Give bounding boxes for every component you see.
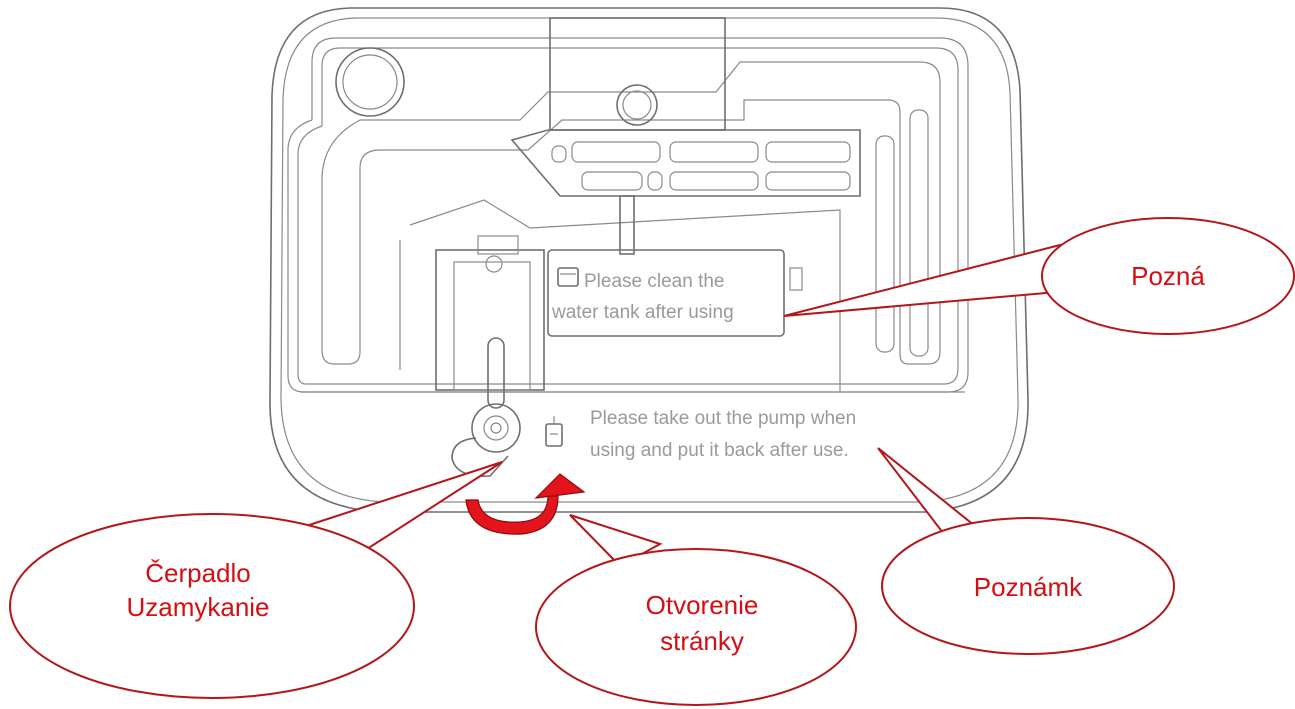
- tank-label-plate: Please clean the water tank after using: [547, 249, 803, 337]
- pump-lock-knob: [451, 337, 521, 477]
- callout-opening: Otvorenie stránky: [535, 514, 857, 706]
- rotate-arrow-icon: [465, 473, 586, 535]
- tank-label-line2: water tank after using: [551, 302, 734, 323]
- callout-opening-line2: stránky: [660, 626, 744, 656]
- callout-note-top-text: Pozná: [1131, 261, 1205, 291]
- water-tank-icon: [557, 267, 579, 287]
- callout-note-bottom: Poznámk: [877, 447, 1175, 655]
- callout-opening-line1: Otvorenie: [646, 590, 759, 620]
- pump-note-line1: Please take out the pump when: [590, 408, 856, 429]
- callout-pump-lock-line1: Čerpadlo: [145, 558, 251, 588]
- tank-label-line1: Please clean the: [584, 271, 725, 292]
- pump-note: Please take out the pump when using and …: [545, 408, 856, 461]
- callout-note-top: Pozná: [783, 217, 1295, 335]
- callout-pump-lock: Čerpadlo Uzamykanie: [9, 461, 503, 699]
- device-body: [269, 7, 1029, 513]
- pump-icon: [545, 416, 563, 447]
- pump-note-line2: using and put it back after use.: [590, 440, 849, 461]
- callout-note-bottom-text: Poznámk: [974, 572, 1083, 602]
- callout-pump-lock-line2: Uzamykanie: [126, 592, 269, 622]
